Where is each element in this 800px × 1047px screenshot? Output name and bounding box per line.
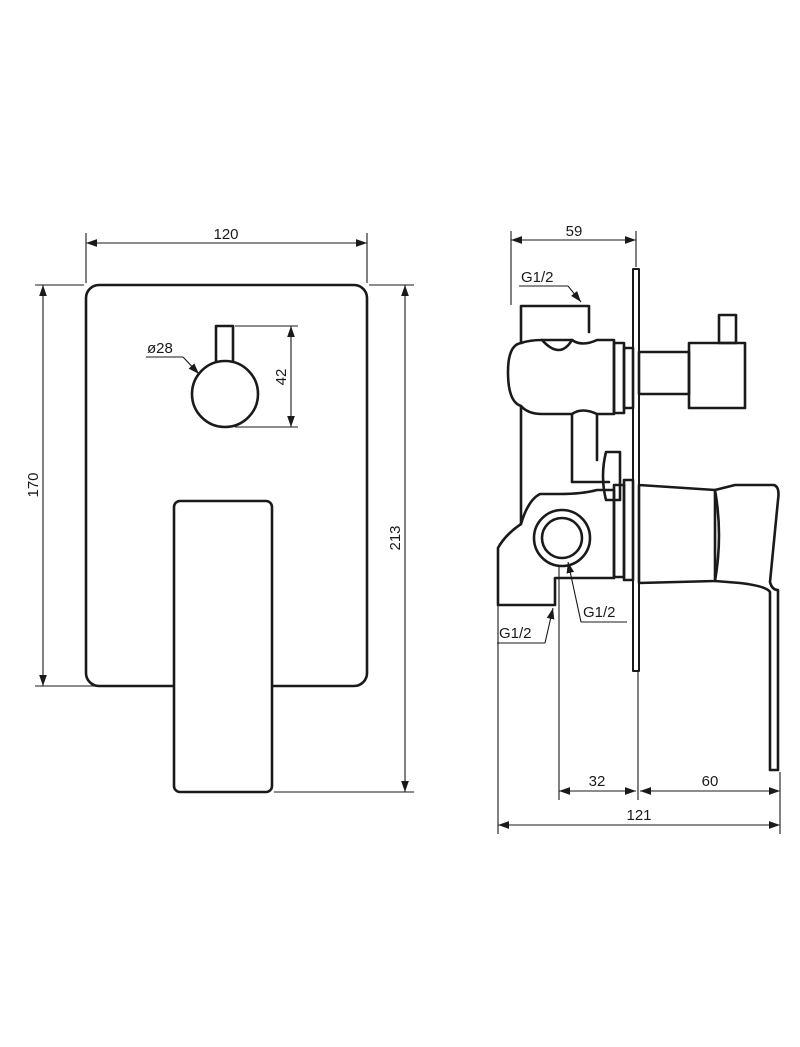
dim-label-total-depth: 121 <box>626 807 651 824</box>
leader-line <box>183 357 199 374</box>
center-port-inner <box>542 518 582 558</box>
dim-label-knob-diameter: ø28 <box>147 340 173 357</box>
leader-line <box>545 608 553 643</box>
lever-side <box>715 485 779 770</box>
body-contour <box>542 340 572 350</box>
dim-label-rear: 32 <box>589 773 606 790</box>
thread-label-center: G1/2 <box>583 604 616 621</box>
leader-line <box>568 562 581 622</box>
valve-body-upper <box>508 340 614 414</box>
lower-nut <box>624 480 633 580</box>
top-inlet <box>521 306 589 343</box>
handle-collar <box>639 485 719 583</box>
side-view: 59 G1/2 G1/2 G1/2 32 60 121 <box>497 223 780 834</box>
diverter-knob <box>192 361 258 427</box>
knob-spindle <box>639 352 689 394</box>
thread-label-bottom: G1/2 <box>499 625 532 642</box>
thread-label-top: G1/2 <box>521 269 554 286</box>
dim-label-front: 60 <box>702 773 719 790</box>
knob-body <box>689 343 745 408</box>
valve-body-lower <box>498 490 614 605</box>
front-view: 120 170 213 42 ø28 <box>25 226 414 792</box>
lever-handle <box>174 501 272 792</box>
dim-label-width: 120 <box>213 226 238 243</box>
dim-label-knob-offset: 42 <box>273 369 290 386</box>
leader-line <box>568 286 581 302</box>
wall-plate <box>633 269 639 671</box>
upper-nut <box>624 348 633 408</box>
diverter-cartridge <box>603 452 620 500</box>
dim-label-depth: 59 <box>566 223 583 240</box>
dim-label-total-height: 213 <box>387 525 404 550</box>
dim-label-height: 170 <box>25 472 42 497</box>
upper-ring <box>614 343 624 413</box>
knob-top <box>719 315 736 343</box>
